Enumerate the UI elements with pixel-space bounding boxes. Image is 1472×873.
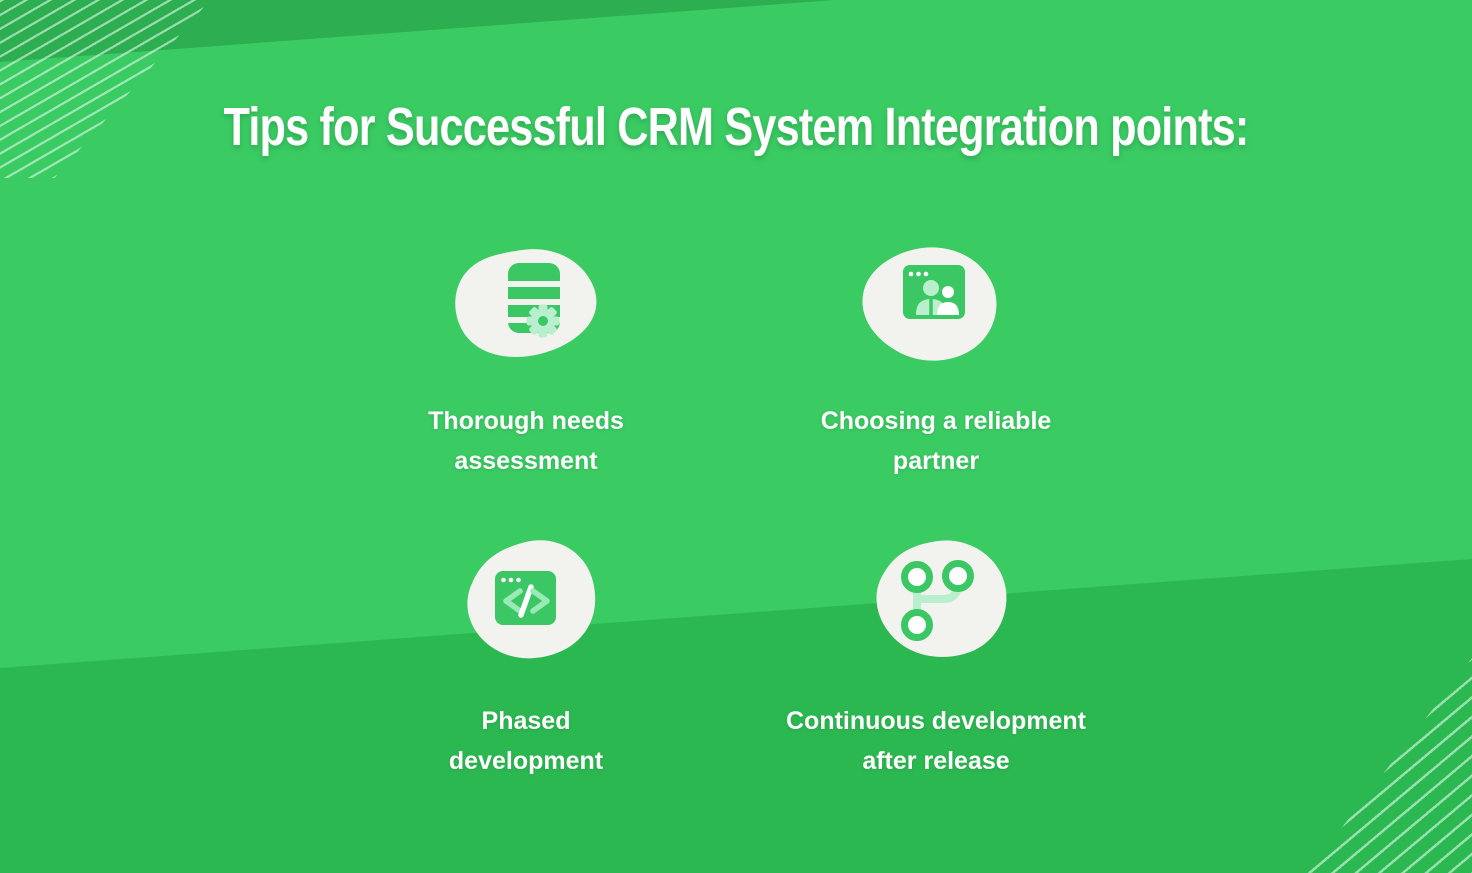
label-line: after release [862,747,1010,775]
label-line: Continuous development [786,707,1086,735]
label-line: assessment [454,447,598,475]
label-line: Phased [481,707,571,735]
item-label-choosing-reliable-partner: Choosing a reliable partner [726,401,1146,481]
label-line: Thorough needs [428,407,624,435]
git-branch-icon [863,539,1013,668]
item-label-thorough-needs-assessment: Thorough needs assessment [316,401,736,481]
label-line: partner [892,447,980,475]
item-label-continuous-development: Continuous development after release [726,701,1146,781]
database-gear-icon [450,244,600,373]
label-line: development [448,747,604,775]
page-title: Tips for Successful CRM System Integrati… [223,97,1250,157]
label-line: Choosing a reliable [820,407,1052,435]
item-label-phased-development: Phased development [316,701,736,781]
code-window-icon [454,540,604,669]
team-window-icon [852,246,1002,375]
